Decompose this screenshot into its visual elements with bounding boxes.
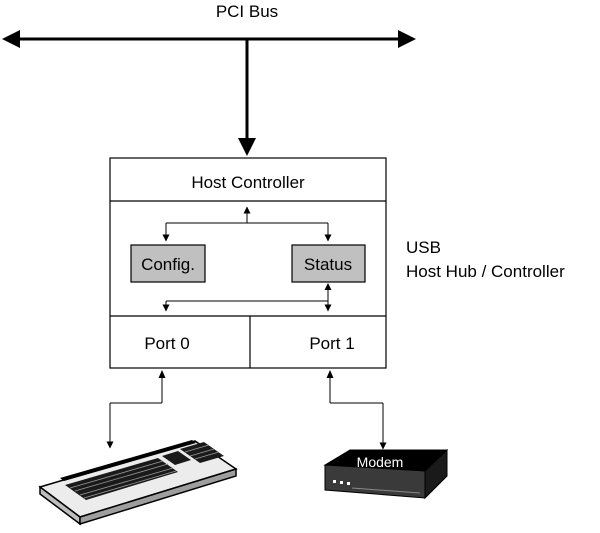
- pci-to-host-arrow: [238, 39, 256, 156]
- host-controller-label: Host Controller: [191, 173, 305, 192]
- internal-bus-top: [162, 206, 332, 242]
- modem-led-3: [347, 482, 350, 485]
- host-hub-outline: [109, 157, 387, 369]
- modem-label: Modem: [357, 454, 404, 470]
- host-hub-controller-label: Host Hub / Controller: [406, 262, 565, 281]
- usb-label: USB: [406, 238, 441, 257]
- keyboard-icon: [38, 440, 238, 526]
- status-register-box: [291, 244, 366, 283]
- port0-label: Port 0: [144, 334, 189, 353]
- status-label: Status: [304, 255, 352, 274]
- internal-bus-bottom: [162, 283, 332, 312]
- modem-led-1: [333, 480, 336, 483]
- modem-icon: Modem: [323, 448, 449, 500]
- port1-modem-link: [326, 370, 387, 450]
- port1-label: Port 1: [309, 334, 354, 353]
- modem-led-2: [340, 481, 343, 484]
- pci-bus-line: [2, 30, 416, 48]
- port0-keyboard-link: [106, 370, 166, 449]
- config-register-box: [130, 244, 206, 283]
- pci-bus-label: PCI Bus: [216, 2, 278, 21]
- config-label: Config.: [141, 255, 195, 274]
